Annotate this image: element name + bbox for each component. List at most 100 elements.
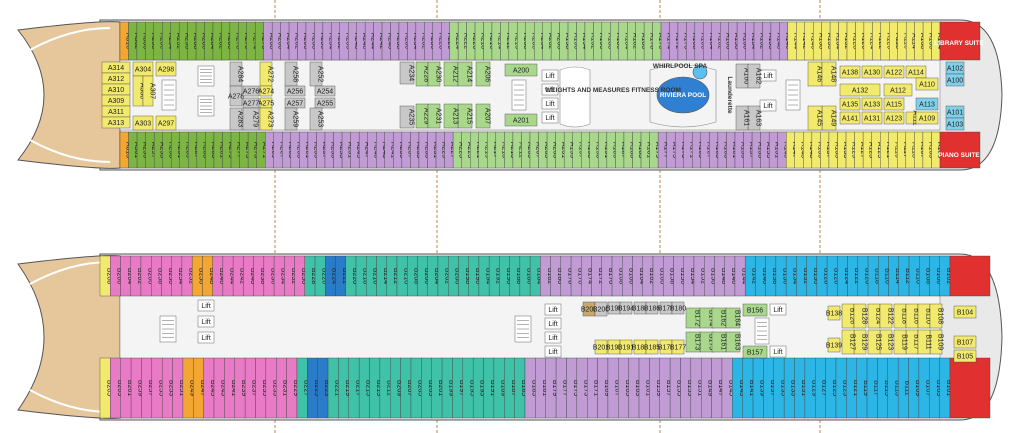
cabin-a109[interactable]: A109	[915, 111, 939, 125]
cabin-b111[interactable]: B111	[917, 329, 931, 355]
cabin-a141[interactable]: A141	[839, 111, 861, 125]
cabin-b139[interactable]: B139	[826, 337, 842, 353]
cabin-a145[interactable]: A145	[807, 105, 822, 131]
cabin-a276[interactable]: A276	[242, 85, 259, 97]
cabin-a130[interactable]: A130	[861, 65, 883, 79]
cabin-b125[interactable]: B125	[867, 329, 881, 355]
cabin-b185[interactable]: B185	[644, 339, 660, 355]
cabin-a146[interactable]: A146	[807, 61, 822, 87]
cabin-a252[interactable]: A252	[309, 61, 323, 87]
cabin-b116[interactable]: B116	[905, 303, 919, 329]
cabin-a311[interactable]: A311	[101, 105, 131, 118]
cabin-a101[interactable]: A101	[945, 105, 965, 119]
cabin-a235[interactable]: A235	[399, 105, 414, 129]
cabin-b105[interactable]: B105	[953, 349, 977, 363]
cabin-a234[interactable]: A234	[399, 61, 414, 85]
cabin-b107[interactable]: B107	[953, 335, 977, 349]
cabin-a162[interactable]: A162	[747, 63, 761, 89]
cabin-b173[interactable]: B173	[685, 331, 700, 353]
piano-suite[interactable]	[939, 131, 981, 169]
cabin-a161[interactable]: A161	[735, 105, 749, 131]
cabin-a274[interactable]: A274	[258, 85, 274, 97]
cabin-b161[interactable]: B161	[711, 331, 726, 353]
cabin-a314[interactable]: A314	[101, 61, 131, 74]
cabin-b200[interactable]: B200	[593, 301, 609, 317]
cabin-a123[interactable]: A123	[883, 111, 905, 125]
cabin-a133[interactable]: A133	[861, 97, 883, 111]
cabin-a304[interactable]: A304	[132, 61, 154, 77]
cabin-b162[interactable]: B162	[711, 307, 726, 329]
cabin-a207[interactable]: A207	[475, 103, 490, 129]
cabin-b177[interactable]: B177	[670, 339, 686, 355]
cabin-a122[interactable]: A122	[883, 65, 905, 79]
cabin-a115[interactable]: A115	[883, 97, 905, 111]
cabin-a259[interactable]: A259	[284, 107, 298, 131]
cabin-a277[interactable]: A277	[242, 97, 259, 109]
cabin-b191[interactable]: B191	[618, 339, 634, 355]
cabin-a272[interactable]: A272	[259, 61, 273, 87]
cabin-b164[interactable]: B164	[725, 307, 740, 329]
cabin-b138[interactable]: B138	[826, 305, 842, 321]
cabin-b126[interactable]: B126	[841, 303, 855, 329]
cabin-a201[interactable]: A201	[504, 113, 538, 127]
cabin-b156[interactable]: B156	[742, 303, 768, 317]
cabin-b104[interactable]: B104	[953, 305, 977, 319]
cabin-a138[interactable]: A138	[839, 65, 861, 79]
cabin-a131[interactable]: A131	[861, 111, 883, 125]
cabin-a275[interactable]: A275	[258, 97, 274, 109]
cabin-a112[interactable]: A112	[883, 83, 913, 97]
cabin-a215[interactable]: A215	[457, 103, 472, 129]
cabin-b172[interactable]: B172	[685, 307, 700, 329]
cabin-a283[interactable]: A283	[229, 107, 243, 131]
cabin-b157[interactable]: B157	[742, 345, 768, 359]
cabin-a313[interactable]: A313	[101, 116, 131, 129]
cabin-a160[interactable]: A160	[735, 63, 749, 89]
cabin-a257[interactable]: A257	[284, 97, 306, 109]
library-suite[interactable]	[939, 21, 981, 61]
cabin-a102[interactable]: A102	[945, 61, 965, 75]
cabin-a149[interactable]: A149	[821, 105, 836, 131]
cabin-a303[interactable]: A303	[132, 115, 154, 131]
cabin-b201[interactable]: B201	[593, 339, 609, 355]
cabin-b122[interactable]: B122	[879, 303, 893, 329]
cabin-a307[interactable]: A307	[142, 75, 155, 107]
cabin-b108[interactable]: B108	[929, 303, 943, 329]
cabin-a279[interactable]: A279	[242, 107, 260, 131]
cabin-a312[interactable]: A312	[101, 72, 131, 85]
cabin-a100[interactable]: A100	[945, 73, 965, 87]
cabin-a103[interactable]: A103	[945, 117, 965, 131]
cabin-a273[interactable]: A273	[259, 107, 273, 131]
cabin-b196[interactable]: B196	[606, 301, 622, 315]
cabin-a254[interactable]: A254	[314, 85, 336, 97]
cabin-a110[interactable]: A110	[915, 77, 939, 91]
cabin-b194[interactable]: B194	[618, 301, 634, 315]
cabin-b186[interactable]: B186	[644, 301, 660, 315]
cabin-a135[interactable]: A135	[839, 97, 861, 111]
cabin-a255[interactable]: A255	[314, 97, 336, 109]
cabin-a212[interactable]: A212	[443, 61, 458, 87]
cabin-b163[interactable]: B163	[725, 331, 740, 353]
cabin-a200[interactable]: A200	[504, 63, 538, 77]
cabin-a148[interactable]: A148	[821, 61, 836, 87]
cabin-a278[interactable]: A278	[228, 85, 244, 107]
cabin-b110[interactable]: B110	[917, 303, 931, 329]
cabin-a114[interactable]: A114	[905, 65, 927, 79]
cabin-b119[interactable]: B119	[893, 329, 907, 355]
cabin-b100[interactable]	[949, 255, 991, 297]
cabin-a132[interactable]: A132	[839, 83, 881, 97]
cabin-a113[interactable]: A113	[915, 97, 939, 111]
cabin-a256[interactable]: A256	[284, 85, 306, 97]
cabin-b118[interactable]: B118	[893, 303, 907, 329]
cabin-a231[interactable]: A231	[427, 103, 441, 129]
cabin-a206[interactable]: A206	[475, 61, 490, 87]
cabin-a228[interactable]: A228	[415, 61, 429, 87]
cabin-b124[interactable]: B124	[867, 303, 881, 329]
cabin-a214[interactable]: A214	[457, 61, 472, 87]
cabin-b127[interactable]: B127	[841, 329, 855, 355]
cabin-a230[interactable]: A230	[427, 61, 441, 87]
cabin-a309[interactable]: A309	[101, 94, 131, 107]
cabin-a297[interactable]: A297	[155, 115, 177, 131]
cabin-b128[interactable]: B128	[853, 303, 867, 329]
cabin-a310[interactable]: A310	[101, 83, 131, 96]
cabin-b101[interactable]	[949, 357, 991, 419]
